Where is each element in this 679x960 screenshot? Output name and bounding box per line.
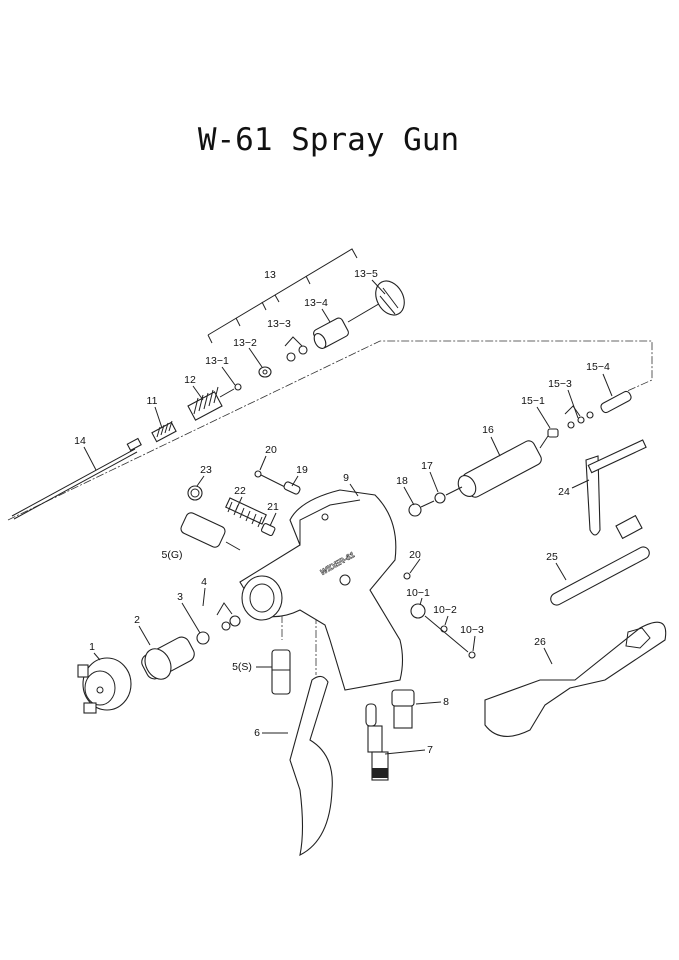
part-15-1 bbox=[547, 428, 559, 438]
callout-9: 9 bbox=[343, 472, 349, 484]
callout-13-1: 13−1 bbox=[205, 355, 229, 367]
part-3 bbox=[196, 631, 210, 645]
part-13-2 bbox=[258, 366, 272, 378]
needle-14 bbox=[11, 437, 142, 520]
callout-21: 21 bbox=[267, 501, 279, 513]
callout-3: 3 bbox=[177, 591, 183, 603]
part-13-3a bbox=[286, 352, 296, 362]
callout-15-4: 15−4 bbox=[586, 361, 610, 373]
callout-20: 20 bbox=[265, 444, 277, 456]
part-20-clip-b bbox=[403, 572, 411, 580]
callout-10-2: 10−2 bbox=[433, 604, 457, 616]
callout-13: 13 bbox=[264, 269, 276, 281]
callout-22: 22 bbox=[234, 485, 246, 497]
spring-11 bbox=[151, 420, 177, 443]
part-25-brush bbox=[550, 514, 650, 606]
diagram-title: W-61 Spray Gun bbox=[197, 122, 460, 158]
callout-13-4: 13−4 bbox=[304, 297, 328, 309]
callout-17: 17 bbox=[421, 460, 433, 472]
part-6-trigger bbox=[289, 675, 333, 856]
part-13-4 bbox=[313, 317, 349, 349]
part-10-1 bbox=[410, 603, 426, 619]
callout-5s: 5(S) bbox=[232, 661, 252, 673]
part-13-1 bbox=[234, 383, 242, 391]
callout-11: 11 bbox=[146, 395, 158, 407]
part-15-3c bbox=[586, 411, 594, 419]
part-20-clip bbox=[254, 470, 262, 478]
part-13-3b bbox=[298, 345, 308, 355]
callout-15-3: 15−3 bbox=[548, 378, 572, 390]
part-4a bbox=[221, 621, 231, 631]
part-4b bbox=[229, 615, 241, 627]
callout-1: 1 bbox=[89, 641, 95, 653]
callout-13-2: 13−2 bbox=[233, 337, 257, 349]
part-18 bbox=[408, 503, 422, 517]
part-1-air-cap bbox=[77, 657, 132, 714]
callout-16: 16 bbox=[482, 424, 494, 436]
part-10-3 bbox=[468, 651, 476, 659]
callout-20b: 20 bbox=[409, 549, 421, 561]
part-7-fluid-adjuster bbox=[365, 703, 389, 781]
part-8-air-inlet bbox=[391, 689, 415, 729]
callout-23: 23 bbox=[200, 464, 212, 476]
spring-12 bbox=[187, 386, 223, 421]
part-21 bbox=[260, 523, 276, 537]
callout-25: 25 bbox=[546, 551, 558, 563]
callout-18: 18 bbox=[396, 475, 408, 487]
part-26-spanner bbox=[484, 621, 667, 737]
callout-13-3: 13−3 bbox=[267, 318, 291, 330]
leader-lines bbox=[83, 279, 613, 755]
part-24-key bbox=[585, 439, 647, 536]
part-16-air-valve bbox=[457, 435, 549, 498]
callout-26: 26 bbox=[534, 636, 546, 648]
callout-6: 6 bbox=[254, 727, 260, 739]
callout-2: 2 bbox=[134, 614, 140, 626]
callout-24: 24 bbox=[558, 486, 570, 498]
callout-5g: 5(G) bbox=[161, 549, 183, 561]
callout-12: 12 bbox=[184, 374, 196, 386]
part-9-gun-body: WIDER-61 bbox=[239, 489, 404, 691]
part-17 bbox=[434, 492, 446, 504]
part-13-5 bbox=[375, 280, 405, 316]
callout-19: 19 bbox=[296, 464, 308, 476]
callout-8: 8 bbox=[443, 696, 449, 708]
bracket-13 bbox=[207, 248, 358, 344]
part-23 bbox=[187, 485, 203, 501]
callout-10-3: 10−3 bbox=[460, 624, 484, 636]
callout-13-5: 13−5 bbox=[354, 268, 378, 280]
callout-7: 7 bbox=[427, 744, 433, 756]
part-2-nozzle bbox=[141, 636, 195, 680]
part-5g-fitting bbox=[180, 512, 241, 551]
part-5s-fitting bbox=[271, 649, 291, 695]
callout-14: 14 bbox=[74, 435, 86, 447]
part-15-3a bbox=[567, 421, 575, 429]
callout-4: 4 bbox=[201, 576, 207, 588]
part-15-3b bbox=[577, 416, 585, 424]
part-19-pin bbox=[283, 481, 301, 495]
part-10-2 bbox=[440, 625, 448, 633]
callout-15-1: 15−1 bbox=[521, 395, 545, 407]
callout-10-1: 10−1 bbox=[406, 587, 430, 599]
part-22-spring bbox=[225, 497, 267, 528]
part-15-4 bbox=[600, 390, 632, 414]
